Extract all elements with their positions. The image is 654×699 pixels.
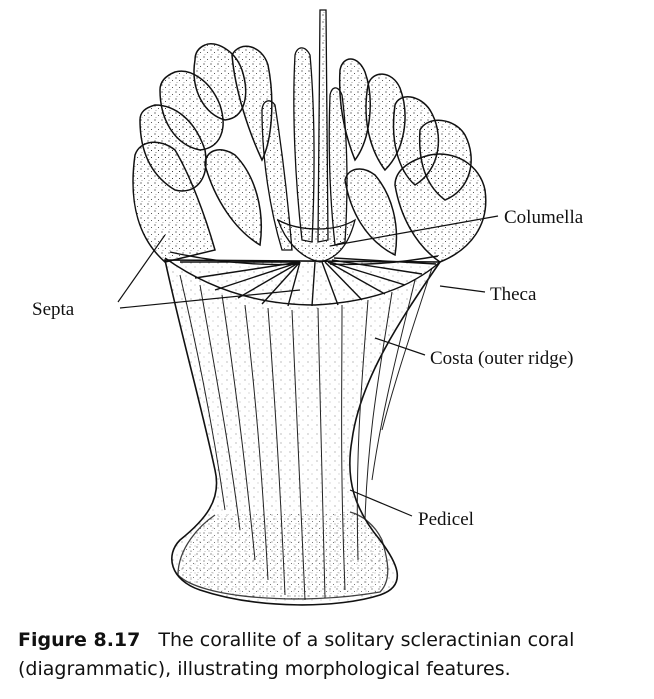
leader-theca bbox=[440, 286, 485, 292]
columella-structure bbox=[262, 10, 355, 262]
corallite-body bbox=[165, 260, 440, 605]
label-columella: Columella bbox=[504, 207, 584, 228]
label-theca: Theca bbox=[490, 284, 537, 305]
label-septa: Septa bbox=[32, 299, 75, 320]
label-pedicel: Pedicel bbox=[418, 509, 474, 530]
leader-septa-a bbox=[118, 235, 165, 302]
figure-number: Figure 8.17 bbox=[18, 629, 140, 651]
label-costa: Costa (outer ridge) bbox=[430, 348, 574, 369]
corallite-diagram: Columella Septa Theca Costa (outer ridge… bbox=[0, 0, 654, 610]
